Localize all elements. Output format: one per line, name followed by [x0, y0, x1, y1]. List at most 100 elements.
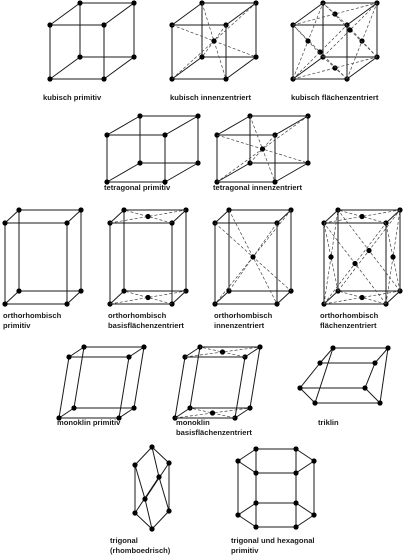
corner-point [311, 512, 317, 518]
diagonal-line [201, 2, 227, 80]
cell-edge [66, 290, 82, 305]
cell-edge [128, 346, 145, 358]
cell-edge [134, 476, 160, 514]
corner-point [311, 458, 317, 464]
diagonal-line [385, 222, 401, 292]
corner-point [166, 508, 172, 514]
corner-point [16, 207, 22, 213]
cell-edge [49, 56, 81, 80]
corner-point [293, 524, 299, 530]
cell-orthorhombisch-flaechenzentriert [321, 207, 403, 307]
cell-edge [66, 209, 82, 224]
cell-edge [364, 387, 381, 404]
label-kubisch-innenzentriert: kubisch innenzentriert [170, 93, 251, 102]
diagonal-line [337, 290, 387, 305]
corner-point [142, 496, 148, 502]
cell-edge [109, 209, 125, 224]
cell-edge [274, 115, 309, 136]
corner-point [162, 132, 168, 138]
cell-edge [4, 209, 20, 224]
diagonal-line [189, 407, 236, 419]
cell-edge [151, 446, 170, 464]
corner-point [235, 512, 241, 518]
corner-point [312, 400, 318, 406]
corner-point [137, 160, 143, 166]
diagonal-line [123, 290, 173, 305]
cell-edge [58, 356, 70, 419]
corner-point [293, 446, 299, 452]
corner-point [253, 54, 259, 60]
corner-point [131, 405, 137, 411]
corner-point [77, 54, 83, 60]
cell-edge [171, 56, 203, 80]
corner-point [149, 526, 155, 532]
corner-point [126, 354, 132, 360]
cell-orthorhombisch-basisflaechenzentriert [107, 207, 189, 307]
cell-edge [323, 290, 339, 305]
cell-edge [144, 462, 170, 500]
diagonal-line [337, 209, 387, 224]
corner-point [330, 345, 336, 351]
corner-point [16, 288, 22, 294]
cell-edge [292, 2, 324, 26]
diagonal-line [323, 290, 401, 305]
corner-point [56, 415, 62, 421]
face-center-point [145, 213, 151, 220]
cell-edge [319, 347, 334, 364]
cell-edge [314, 347, 334, 404]
cell-triklin [297, 345, 391, 406]
diagonal-line [292, 24, 348, 80]
corner-point [253, 470, 259, 476]
cell-edge [295, 514, 315, 528]
cell-edge [171, 2, 203, 26]
label-orthorhombisch-innenzentriert-1: orthorhombisch [214, 311, 273, 320]
face-center-point [332, 11, 338, 17]
cell-edge [118, 356, 130, 419]
label-trigonal-rhomboedrisch-2: (rhomboedrisch) [110, 546, 171, 555]
corner-point [121, 207, 127, 213]
cell-edge [106, 115, 141, 136]
label-orthorhombisch-innenzentriert-2: innenzentriert [214, 321, 265, 330]
diagonal-line [292, 56, 378, 80]
cell-edge [49, 2, 81, 26]
cell-kubisch-primitiv [47, 0, 137, 82]
corner-point [71, 405, 77, 411]
corner-point [141, 344, 147, 350]
cell-edge [68, 346, 85, 358]
label-orthorhombisch-primitiv-2: primitiv [3, 321, 31, 330]
label-kubisch-primitiv: kubisch primitiv [43, 93, 102, 102]
corner-point [132, 510, 138, 516]
cell-edge [276, 290, 292, 305]
cell-orthorhombisch-primitiv [2, 207, 84, 307]
diagonal-line [322, 2, 378, 58]
diagonal-line [249, 134, 276, 164]
cell-edge [225, 56, 257, 80]
cell-edge [151, 510, 170, 530]
corner-point [162, 179, 168, 185]
corner-point [195, 113, 201, 119]
label-trigonal-rhomboedrisch-1: trigonal [110, 536, 138, 545]
cell-edge [164, 115, 199, 136]
cell-edge [184, 346, 201, 358]
cell-edge [385, 290, 401, 305]
label-tetragonal-primitiv: tetragonal primitiv [104, 183, 171, 192]
diagonal-line [123, 209, 173, 224]
cell-monoklin-basisflaechenzentriert [172, 344, 263, 421]
label-trigonal-und-hexagonal-primitiv-1: trigonal und hexagonal [231, 536, 315, 545]
corner-point [297, 385, 303, 391]
corner-point [149, 444, 155, 450]
corner-point [362, 385, 368, 391]
cell-kubisch-innenzentriert [169, 0, 259, 82]
corner-point [235, 458, 241, 464]
corner-point [47, 22, 53, 28]
cell-edge [216, 115, 251, 136]
cell-edge [237, 460, 257, 474]
cell-edge [171, 290, 187, 305]
corner-point [293, 500, 299, 506]
corner-point [132, 462, 138, 468]
corner-point [104, 132, 110, 138]
face-center-point [317, 49, 323, 55]
diagonal-line [292, 2, 378, 26]
corner-point [377, 400, 383, 406]
